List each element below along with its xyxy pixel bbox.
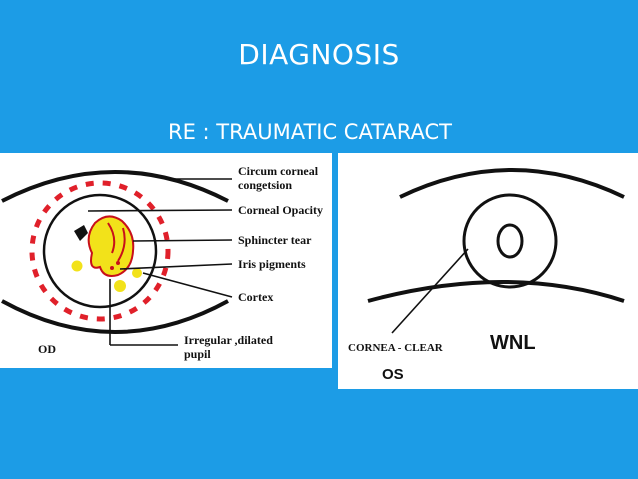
label-sphincter-tear: Sphincter tear: [238, 233, 312, 247]
irregular-pupil-lens: [87, 215, 135, 277]
upper-eyelid: [1, 170, 229, 203]
corneal-opacity: [74, 225, 88, 241]
pupil: [496, 223, 524, 259]
label-pupil-2: pupil: [184, 347, 211, 361]
od-diagram-panel: Circum corneal congetsion Corneal Opacit…: [0, 153, 332, 368]
cornea-pointer-line: [391, 248, 469, 334]
os-eye-diagram: CORNEA - CLEAR WNL OS: [348, 168, 625, 383]
sphincter-tear: [107, 222, 126, 262]
slide-subtitle: RE : TRAUMATIC CATARACT: [168, 120, 452, 144]
label-pupil: Irregular ,dilated: [184, 333, 273, 347]
cortex-spot: [132, 268, 142, 278]
label-circum-corneal-2: congetsion: [238, 178, 292, 192]
status-wnl: WNL: [490, 332, 536, 354]
label-iris-pigments: Iris pigments: [238, 257, 306, 271]
os-diagram-panel: CORNEA - CLEAR WNL OS: [338, 153, 638, 389]
slide-title: DIAGNOSIS: [238, 38, 400, 71]
iris-pigment: [110, 266, 114, 270]
label-cortex: Cortex: [238, 290, 273, 304]
cortex-spot: [71, 260, 83, 272]
lower-eyelid: [1, 299, 229, 334]
label-corneal-opacity: Corneal Opacity: [238, 203, 323, 217]
circum-corneal-congestion: [29, 180, 171, 322]
label-circum-corneal: Circum corneal: [238, 164, 319, 178]
lower-eyelid: [367, 280, 625, 303]
eye-label-od: OD: [38, 342, 56, 356]
iris-pigment: [116, 261, 120, 265]
eye-label-os: OS: [382, 366, 404, 383]
label-cornea-clear: CORNEA - CLEAR: [348, 342, 444, 354]
cortex-spot: [114, 280, 126, 292]
cornea-outline: [462, 193, 558, 289]
od-eye-diagram: Circum corneal congetsion Corneal Opacit…: [1, 164, 323, 361]
upper-eyelid: [399, 168, 625, 199]
